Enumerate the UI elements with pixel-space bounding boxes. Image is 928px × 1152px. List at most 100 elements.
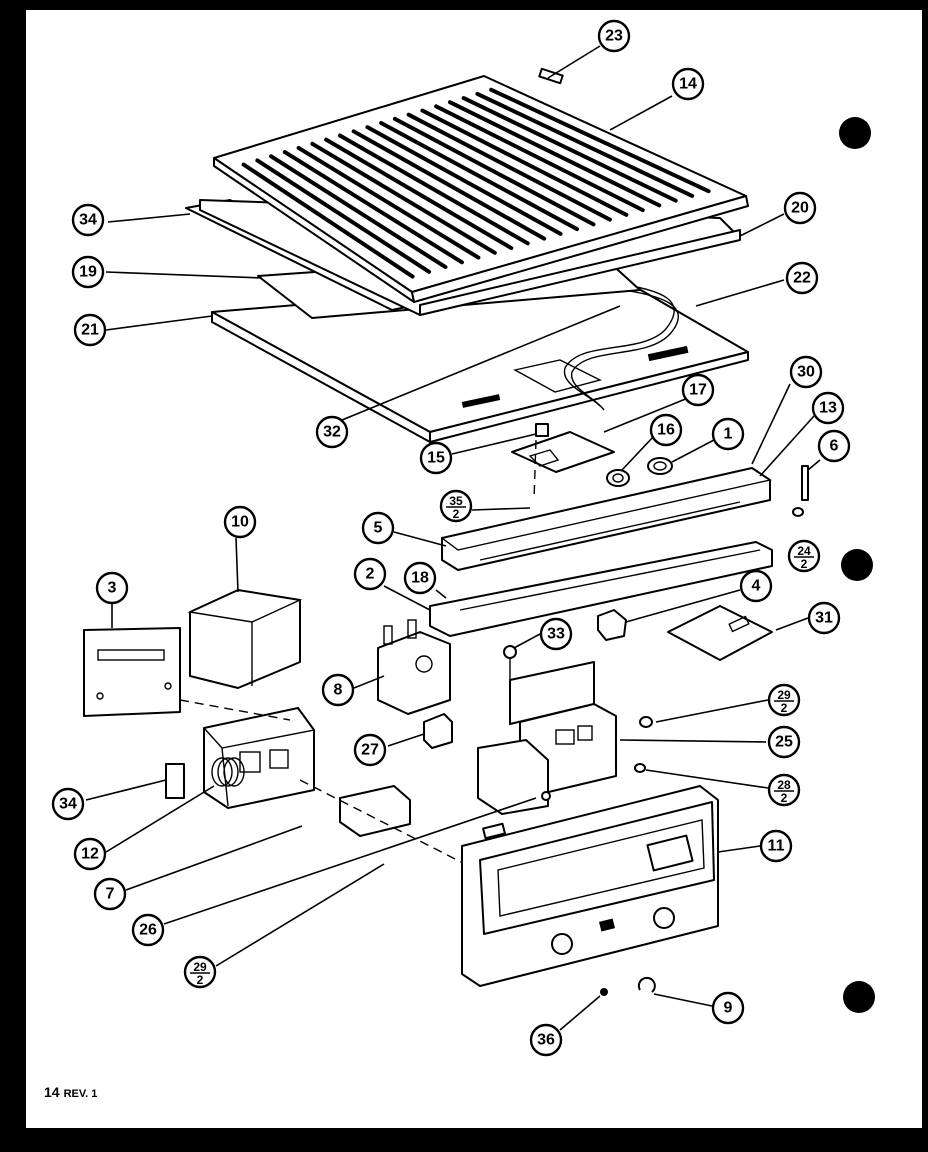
part-25-housing [477,661,617,815]
svg-text:23: 23 [605,28,623,45]
callout-33: 33 [539,617,573,651]
grille-slot [269,154,448,270]
part-2-rail [429,541,773,637]
part-15-clip [535,423,549,437]
part-4-clip [597,609,627,641]
callout-36: 36 [529,1023,563,1057]
part-3-plate [83,627,181,717]
part-11-control-panel [461,785,719,987]
svg-text:19: 19 [79,264,97,281]
callout-31: 31 [807,601,841,635]
part-6-pin [801,465,809,501]
svg-text:12: 12 [81,846,99,863]
grille-slot [447,100,662,208]
svg-text:8: 8 [334,682,343,699]
part-14-grille [213,67,749,303]
callout-2: 2 [353,557,387,591]
svg-text:2: 2 [453,507,460,521]
svg-text:2: 2 [781,701,788,715]
part-29-screw [639,716,653,728]
svg-text:9: 9 [724,1000,733,1017]
svg-text:30: 30 [797,364,815,381]
callout-21: 21 [73,313,107,347]
svg-text:3: 3 [108,580,117,597]
grille-slot [420,108,629,217]
part-36-screw [600,988,608,996]
part-10-box [187,589,303,689]
callout-14: 14 [671,67,705,101]
callout-28-2: 282 [767,773,801,807]
callout-6: 6 [817,429,851,463]
callout-11: 11 [759,829,793,863]
grille-slot [406,112,612,222]
svg-text:17: 17 [689,382,707,399]
grille-slot [365,125,563,236]
grille-slot [282,150,464,265]
callout-12: 12 [73,837,107,871]
svg-text:2: 2 [801,557,808,571]
grille-slot [392,116,596,227]
svg-text:29: 29 [193,960,207,974]
svg-text:25: 25 [775,734,793,751]
part-26-block [339,785,411,837]
svg-text:1: 1 [724,426,733,443]
callout-29-2-right: 292 [767,683,801,717]
svg-text:2: 2 [366,566,375,583]
svg-text:11: 11 [768,838,785,855]
callout-34-bottom: 34 [51,787,85,821]
part-12-coil [211,757,245,787]
svg-text:33: 33 [547,626,565,643]
part-34-spacer [165,763,185,799]
part-17-bracket [511,431,615,473]
callout-18: 18 [403,561,437,595]
svg-text:21: 21 [81,322,99,339]
callout-3: 3 [95,571,129,605]
svg-text:29: 29 [777,688,791,702]
part-22-wire-harness [563,283,679,411]
svg-text:5: 5 [374,520,383,537]
part-8-relay [377,619,451,715]
callout-24-2: 242 [787,539,821,573]
svg-text:7: 7 [106,886,115,903]
binder-hole-top [839,117,871,149]
callout-7: 7 [93,877,127,911]
svg-text:26: 26 [139,922,157,939]
svg-text:4: 4 [752,578,761,595]
callout-26: 26 [131,913,165,947]
callout-20: 20 [783,191,817,225]
svg-text:31: 31 [815,610,833,627]
part-21-tray [211,277,749,443]
callout-32: 32 [315,415,349,449]
svg-text:2: 2 [197,973,204,987]
callout-27: 27 [353,733,387,767]
grille-slot [461,96,678,203]
callout-17: 17 [681,373,715,407]
grille-slot [296,145,481,260]
part-9-knob [637,976,656,993]
grille-slot [475,91,695,198]
callout-22: 22 [785,261,819,295]
svg-text:34: 34 [79,212,97,229]
callout-16: 16 [649,413,683,447]
part-13-channel [440,467,772,571]
svg-text:10: 10 [231,514,249,531]
guide-line-3 [179,699,291,721]
callout-9: 9 [711,991,745,1025]
svg-text:36: 36 [537,1032,555,1049]
guide-line [533,439,537,501]
callout-25: 25 [767,725,801,759]
callout-29-2-left: 292 [183,955,217,989]
callout-35-2: 352 [439,489,473,523]
callout-8: 8 [321,673,355,707]
grille-slot [337,133,530,246]
svg-text:28: 28 [777,778,791,792]
svg-text:13: 13 [819,400,837,417]
callout-30: 30 [789,355,823,389]
binder-hole-middle [841,549,873,581]
grille-slot [310,141,497,255]
guide-line-2 [299,779,521,893]
svg-text:24: 24 [797,544,811,558]
